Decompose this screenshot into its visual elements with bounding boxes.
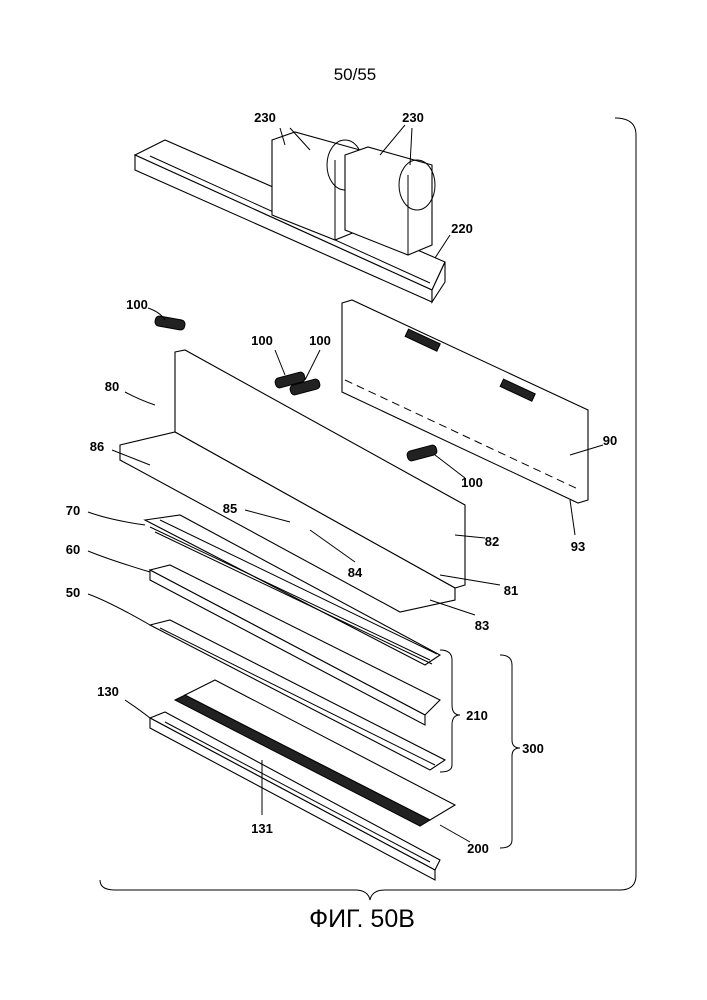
label-100-d: 100 xyxy=(461,475,483,490)
sheet-number: 50/55 xyxy=(334,65,377,84)
label-83: 83 xyxy=(475,618,489,633)
label-86: 86 xyxy=(90,439,104,454)
label-131: 131 xyxy=(251,821,273,836)
label-100-c: 100 xyxy=(309,333,331,348)
label-100-a: 100 xyxy=(126,297,148,312)
label-230-right: 230 xyxy=(402,110,424,125)
label-70: 70 xyxy=(66,503,80,518)
label-300: 300 xyxy=(522,741,544,756)
label-93: 93 xyxy=(571,539,585,554)
label-82: 82 xyxy=(485,534,499,549)
figure-caption: ФИГ. 50В xyxy=(309,905,415,933)
label-100-b: 100 xyxy=(251,333,273,348)
label-230-left: 230 xyxy=(254,110,276,125)
label-80: 80 xyxy=(105,379,119,394)
label-81: 81 xyxy=(504,583,518,598)
label-60: 60 xyxy=(66,542,80,557)
bracket-300 xyxy=(500,655,520,848)
label-85: 85 xyxy=(223,501,237,516)
label-220: 220 xyxy=(451,221,473,236)
label-84: 84 xyxy=(348,565,363,580)
label-50: 50 xyxy=(66,585,80,600)
bracket-210 xyxy=(440,650,460,772)
label-90: 90 xyxy=(603,433,617,448)
label-130: 130 xyxy=(97,684,119,699)
label-200: 200 xyxy=(467,841,489,856)
label-210: 210 xyxy=(466,708,488,723)
